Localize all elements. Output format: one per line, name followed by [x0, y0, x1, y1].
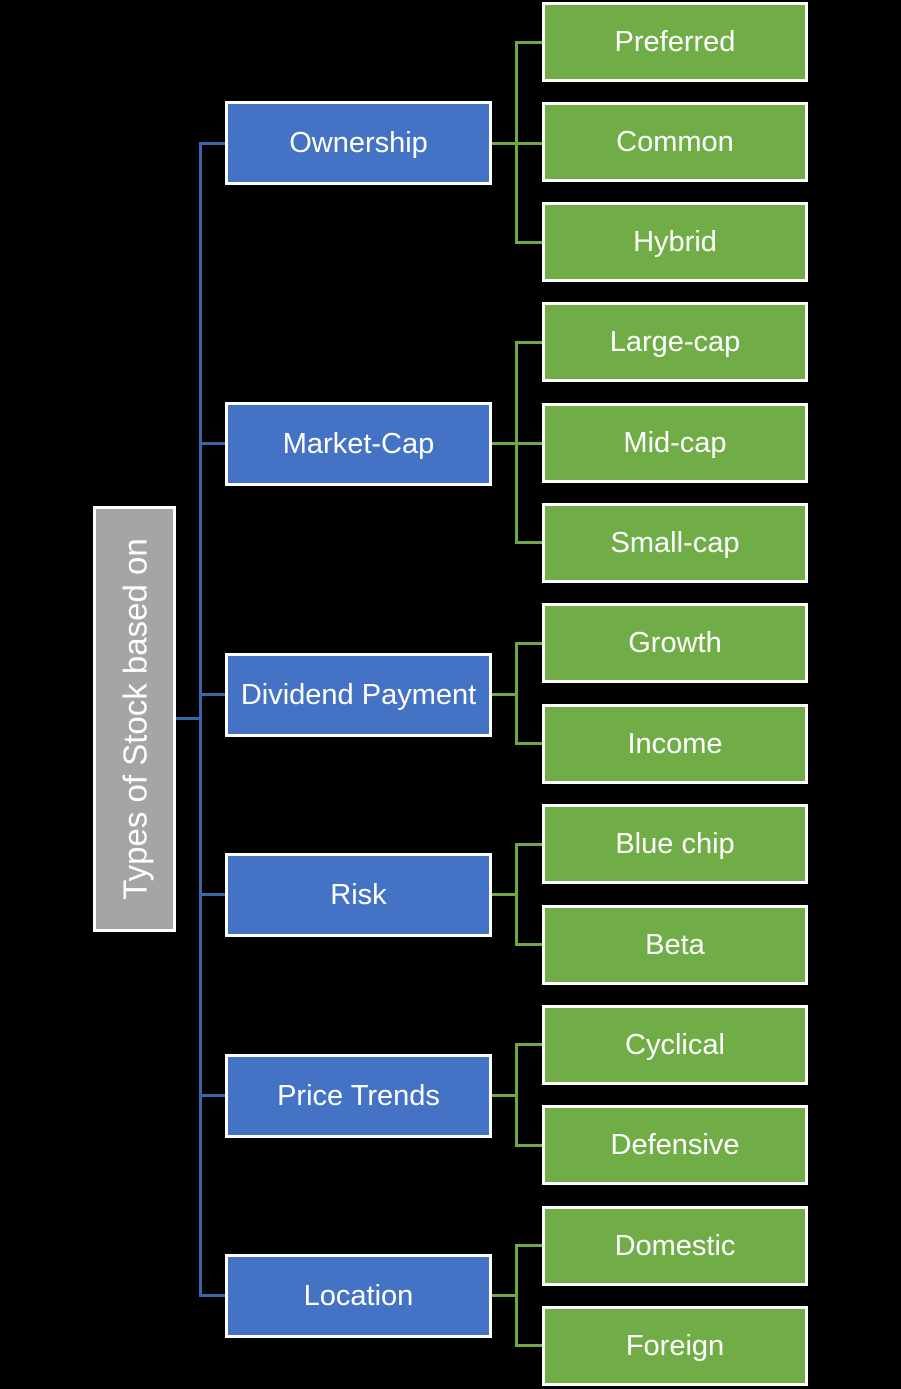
connector-green-stub-domestic	[515, 1244, 543, 1247]
branch-node-dividend-payment[interactable]: Dividend Payment	[225, 653, 492, 737]
leaf-node-income[interactable]: Income	[542, 704, 808, 784]
leaf-node-label: Small-cap	[610, 526, 740, 559]
branch-node-label: Market-Cap	[282, 427, 435, 460]
connector-green-spine-risk	[515, 843, 518, 946]
connector-green-in-risk	[492, 893, 518, 896]
leaf-node-label: Growth	[628, 626, 722, 659]
branch-node-ownership[interactable]: Ownership	[225, 101, 492, 185]
leaf-node-defensive[interactable]: Defensive	[542, 1105, 808, 1185]
leaf-node-preferred[interactable]: Preferred	[542, 2, 808, 82]
leaf-node-label: Defensive	[610, 1128, 740, 1161]
leaf-node-label: Domestic	[614, 1229, 736, 1262]
connector-green-stub-common	[515, 142, 543, 145]
leaf-node-label: Preferred	[614, 25, 736, 58]
connector-green-stub-growth	[515, 642, 543, 645]
connector-blue-stub-risk	[199, 893, 226, 896]
branch-node-label: Location	[303, 1279, 414, 1312]
root-node-types-of-stock[interactable]: Types of Stock based on	[93, 506, 176, 932]
leaf-node-label: Cyclical	[625, 1028, 725, 1061]
leaf-node-hybrid[interactable]: Hybrid	[542, 202, 808, 282]
connector-green-stub-large-cap	[515, 341, 543, 344]
leaf-node-blue-chip[interactable]: Blue chip	[542, 804, 808, 884]
leaf-node-foreign[interactable]: Foreign	[542, 1306, 808, 1386]
leaf-node-small-cap[interactable]: Small-cap	[542, 503, 808, 583]
leaf-node-label: Common	[616, 125, 734, 158]
connector-green-stub-mid-cap	[515, 442, 543, 445]
branch-node-label: Ownership	[289, 126, 428, 159]
connector-green-stub-hybrid	[515, 241, 543, 244]
connector-green-stub-foreign	[515, 1344, 543, 1347]
leaf-node-label: Blue chip	[615, 827, 735, 860]
leaf-node-label: Beta	[645, 928, 705, 961]
connector-blue-stub-dividend-payment	[199, 693, 226, 696]
connector-green-spine-price-trends	[515, 1043, 518, 1147]
connector-root-stub	[175, 717, 202, 720]
leaf-node-domestic[interactable]: Domestic	[542, 1206, 808, 1286]
branch-node-location[interactable]: Location	[225, 1254, 492, 1338]
leaf-node-label: Large-cap	[609, 325, 741, 358]
leaf-node-common[interactable]: Common	[542, 102, 808, 182]
connector-green-in-price-trends	[492, 1094, 518, 1097]
leaf-node-label: Mid-cap	[623, 426, 727, 459]
branch-node-label: Dividend Payment	[240, 678, 477, 711]
connector-green-stub-beta	[515, 943, 543, 946]
connector-green-spine-dividend-payment	[515, 642, 518, 745]
leaf-node-large-cap[interactable]: Large-cap	[542, 302, 808, 382]
connector-blue-stub-market-cap	[199, 442, 226, 445]
connector-blue-stub-ownership	[199, 142, 226, 145]
connector-green-stub-cyclical	[515, 1043, 543, 1046]
branch-node-label: Price Trends	[277, 1079, 440, 1112]
connector-green-stub-preferred	[515, 41, 543, 44]
leaf-node-label: Hybrid	[633, 225, 717, 258]
leaf-node-cyclical[interactable]: Cyclical	[542, 1005, 808, 1085]
connector-green-stub-income	[515, 742, 543, 745]
connector-green-in-dividend-payment	[492, 693, 518, 696]
connector-blue-spine	[199, 143, 202, 1297]
branch-node-market-cap[interactable]: Market-Cap	[225, 402, 492, 486]
connector-green-stub-defensive	[515, 1144, 543, 1147]
connector-green-in-location	[492, 1294, 518, 1297]
branch-node-risk[interactable]: Risk	[225, 853, 492, 937]
connector-blue-stub-location	[199, 1294, 226, 1297]
leaf-node-mid-cap[interactable]: Mid-cap	[542, 403, 808, 483]
connector-green-in-market-cap	[492, 442, 518, 445]
branch-node-price-trends[interactable]: Price Trends	[225, 1054, 492, 1138]
leaf-node-growth[interactable]: Growth	[542, 603, 808, 683]
leaf-node-label: Income	[627, 727, 723, 760]
connector-green-spine-location	[515, 1244, 518, 1347]
connector-blue-stub-price-trends	[199, 1094, 226, 1097]
connector-green-stub-blue-chip	[515, 843, 543, 846]
connector-green-stub-small-cap	[515, 541, 543, 544]
root-node-label: Types of Stock based on	[116, 538, 153, 900]
leaf-node-label: Foreign	[625, 1329, 725, 1362]
branch-node-label: Risk	[330, 878, 387, 911]
leaf-node-beta[interactable]: Beta	[542, 905, 808, 985]
connector-green-in-ownership	[492, 142, 518, 145]
